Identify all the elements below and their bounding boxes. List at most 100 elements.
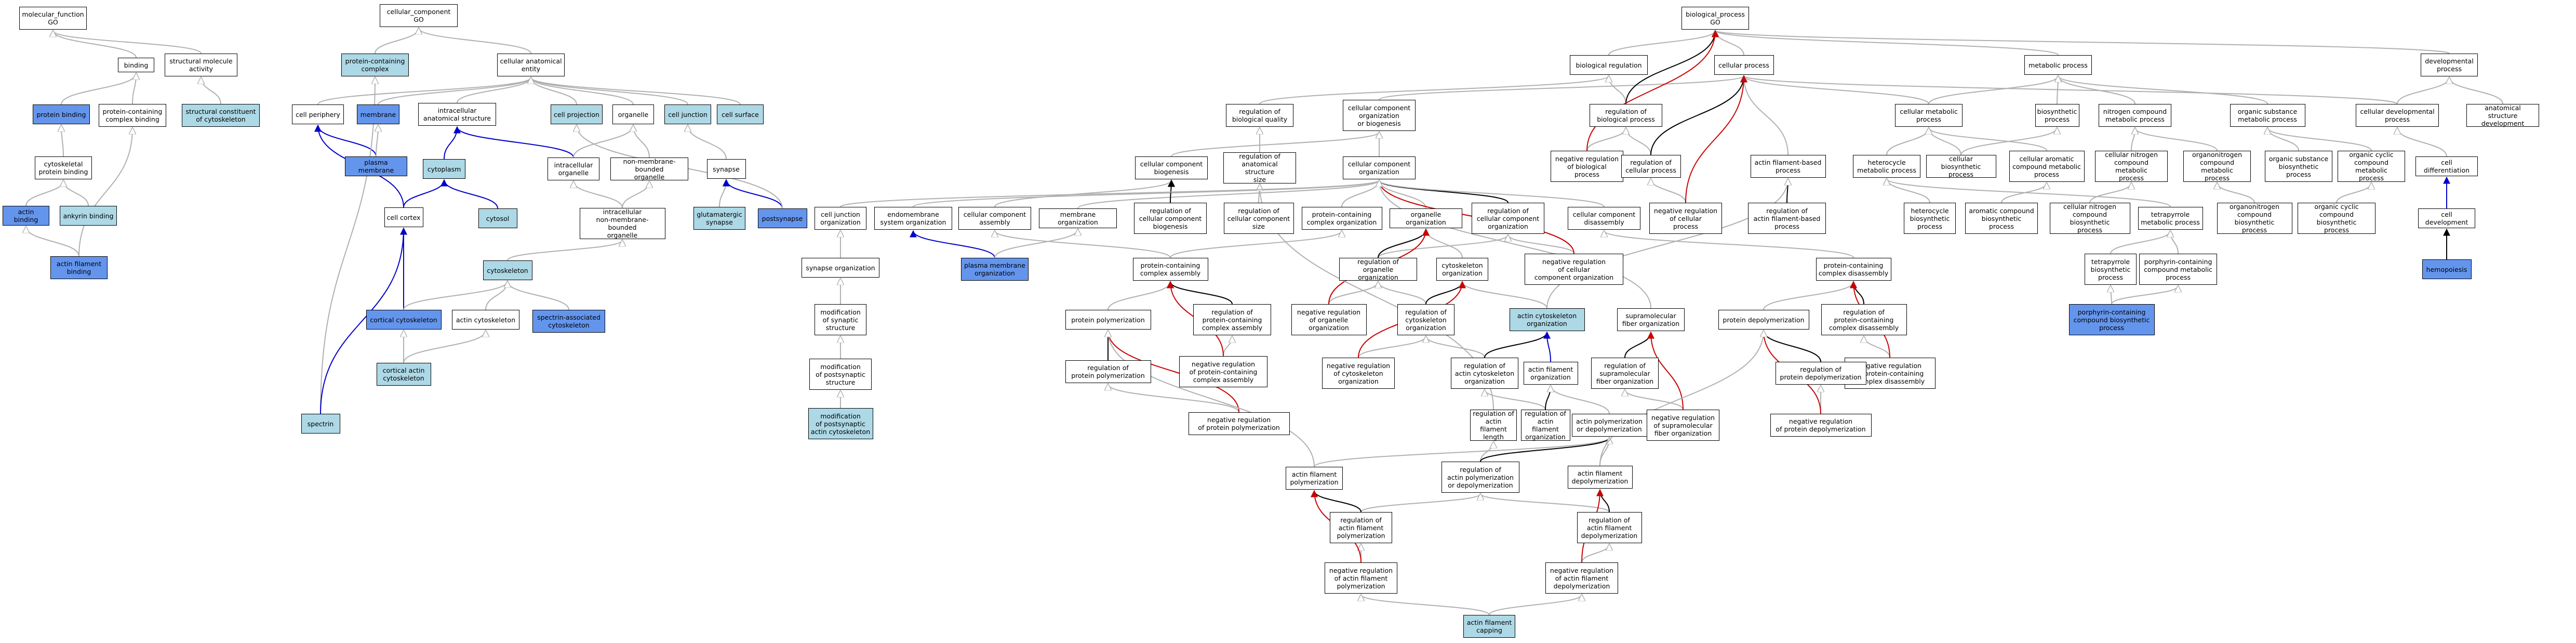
node-pc-complex-org: protein-containing complex organization <box>1301 207 1382 230</box>
node-org-cyclic-biosyn: organic cyclic compound biosynthetic pro… <box>2298 203 2375 234</box>
node-pc-complex-assembly: protein-containing complex assembly <box>1132 258 1208 281</box>
edge-part-of <box>314 124 377 157</box>
node-reg-bio-quality: regulation of biological quality <box>1226 104 1293 127</box>
node-cell-junction-org: cell junction organization <box>815 207 866 230</box>
node-reg-pc-complex-assembly: regulation of protein-containing complex… <box>1193 304 1271 335</box>
edge-is-a <box>719 180 726 207</box>
edge-is-a <box>994 229 1078 258</box>
edge-is-a <box>1480 494 1610 513</box>
edge-is-a <box>1378 235 1508 258</box>
node-mod-postsyn-actin: modification of postsynaptic actin cytos… <box>808 408 873 439</box>
edge-is-a <box>2170 231 2179 254</box>
node-reg-pc-complex-disassembly: regulation of protein-containing complex… <box>1821 304 1907 335</box>
edge-is-a <box>61 73 136 105</box>
node-biosynthetic: biosynthetic process <box>2035 104 2079 127</box>
node-sc-cytoskeleton: structural constituent of cytoskeleton <box>182 104 260 127</box>
node-pc-complex-binding: protein-containing complex binding <box>99 104 166 127</box>
edge-is-a <box>1744 76 1788 155</box>
node-hemopoiesis: hemopoiesis <box>2422 259 2472 279</box>
edge-is-a <box>531 77 741 105</box>
node-reg-actin-poly-or-depoly: regulation of actin polymerization or de… <box>1442 462 1519 493</box>
edge-is-a <box>2111 286 2112 305</box>
edge-is-a <box>1744 76 2398 104</box>
edge-is-a <box>1763 282 1853 310</box>
edge-is-a <box>1604 231 1854 258</box>
edge-is-a <box>1108 384 1239 413</box>
node-postsynapse: postsynapse <box>757 208 807 228</box>
node-actin-fil-depolymerization: actin filament depolymerization <box>1567 466 1633 489</box>
node-cortical-cytoskeleton: cortical cytoskeleton <box>366 310 442 330</box>
edge-neg-regulates <box>1104 330 1239 413</box>
edge-part-of <box>1543 331 1551 362</box>
node-neg-reg-cellular-process: negative regulation of cellular process <box>1649 203 1722 234</box>
node-anat-struct-dev: anatomical structure development <box>2466 104 2539 127</box>
edge-regulates <box>1480 437 1613 462</box>
node-actin-binding: actin binding <box>3 206 49 226</box>
node-reg-actin-cytoskeleton-org: regulation of actin cytoskeleton organiz… <box>1451 358 1518 389</box>
node-cellular-metabolic: cellular metabolic process <box>1895 104 1963 127</box>
edges-layer <box>26 28 2503 615</box>
node-cortical-actin: cortical actin cytoskeleton <box>376 363 431 386</box>
edge-is-a <box>1609 76 1626 104</box>
edge-is-a <box>61 125 63 157</box>
edge-is-a <box>1426 229 1463 258</box>
edge-is-a <box>403 331 486 363</box>
node-cc: cellular_component GO <box>380 4 458 27</box>
node-cell-development: cell development <box>2418 208 2475 228</box>
edge-is-a <box>63 180 89 206</box>
edge-is-a <box>376 125 378 157</box>
node-biological-regulation: biological regulation <box>1570 55 1648 75</box>
edge-is-a <box>1599 331 1764 466</box>
node-cell-junction: cell junction <box>664 104 711 124</box>
node-porphyrin-biosyn: porphyrin-containing compound biosynthet… <box>2068 304 2155 335</box>
edge-is-a <box>1328 282 1378 305</box>
edge-is-a <box>378 77 531 105</box>
edge-is-a <box>1489 595 1582 615</box>
edge-is-a <box>1508 235 1574 254</box>
node-pc-complex: protein-containing complex <box>341 54 409 76</box>
node-membrane: membrane <box>357 104 399 124</box>
edge-part-of <box>723 179 783 209</box>
edge-part-of <box>441 179 498 209</box>
node-heterocycle-met: heterocycle metabolic process <box>1853 155 1920 178</box>
node-spectrin: spectrin <box>301 414 340 434</box>
edge-regulates <box>1311 490 1362 513</box>
node-reg-protein-polymerization: regulation of protein polymerization <box>1065 360 1151 383</box>
edge-is-a <box>2110 231 2170 254</box>
node-cell-surface: cell surface <box>717 104 764 124</box>
node-cell-aromatic-met: cellular aromatic compound metabolic pro… <box>2009 151 2085 182</box>
node-actin-fil-binding: actin filament binding <box>50 256 108 279</box>
edge-is-a <box>507 240 622 261</box>
edge-neg-regulates <box>1586 30 1719 151</box>
node-cytoskeleton: cytoskeleton <box>483 260 532 280</box>
edge-is-a <box>2267 128 2372 151</box>
edge-is-a <box>1379 180 1605 207</box>
node-actin-poly-or-depoly: actin polymerization or depolymerization <box>1571 414 1647 437</box>
node-reg-cellular-process: regulation of cellular process <box>1621 155 1681 178</box>
edge-part-of <box>453 126 574 158</box>
node-neg-reg-cytoskeleton-org: negative regulation of cytoskeleton orga… <box>1322 358 1395 389</box>
node-cytoskeleton-org: cytoskeleton organization <box>1436 258 1488 281</box>
node-nitrogen-compound: nitrogen compound metabolic process <box>2099 104 2171 127</box>
node-reg-actin-fil-based: regulation of actin filament-based proce… <box>1748 203 1826 234</box>
node-cyto-prot-binding: cytoskeletal protein binding <box>35 156 92 179</box>
edge-is-a <box>2058 76 2268 104</box>
node-org-subst-biosyn: organic substance biosynthetic process <box>2265 151 2332 182</box>
edge-part-of <box>444 126 461 160</box>
edge-is-a <box>1259 76 1609 104</box>
edge-is-a <box>1581 544 1609 563</box>
node-reg-protein-depolymerization: regulation of protein depolymerization <box>1775 362 1866 385</box>
edge-regulates <box>1167 281 1233 305</box>
edge-is-a <box>1929 128 2047 151</box>
edge-part-of <box>910 230 995 258</box>
edge-is-a <box>1485 390 1546 410</box>
edge-is-a <box>633 125 650 158</box>
node-actin-cytoskeleton-org: actin cytoskeleton organization <box>1509 308 1585 331</box>
edge-is-a <box>1171 132 1379 157</box>
node-reg-cc-org: regulation of cellular component organiz… <box>1472 203 1544 234</box>
node-mf: molecular_function GO <box>19 7 87 30</box>
edge-is-a <box>2397 128 2447 157</box>
edge-is-a <box>1886 128 1929 155</box>
edge-is-a <box>1715 31 2450 54</box>
node-cell-nitrogen-biosyn: cellular nitrogen compound biosynthetic … <box>2049 203 2130 234</box>
